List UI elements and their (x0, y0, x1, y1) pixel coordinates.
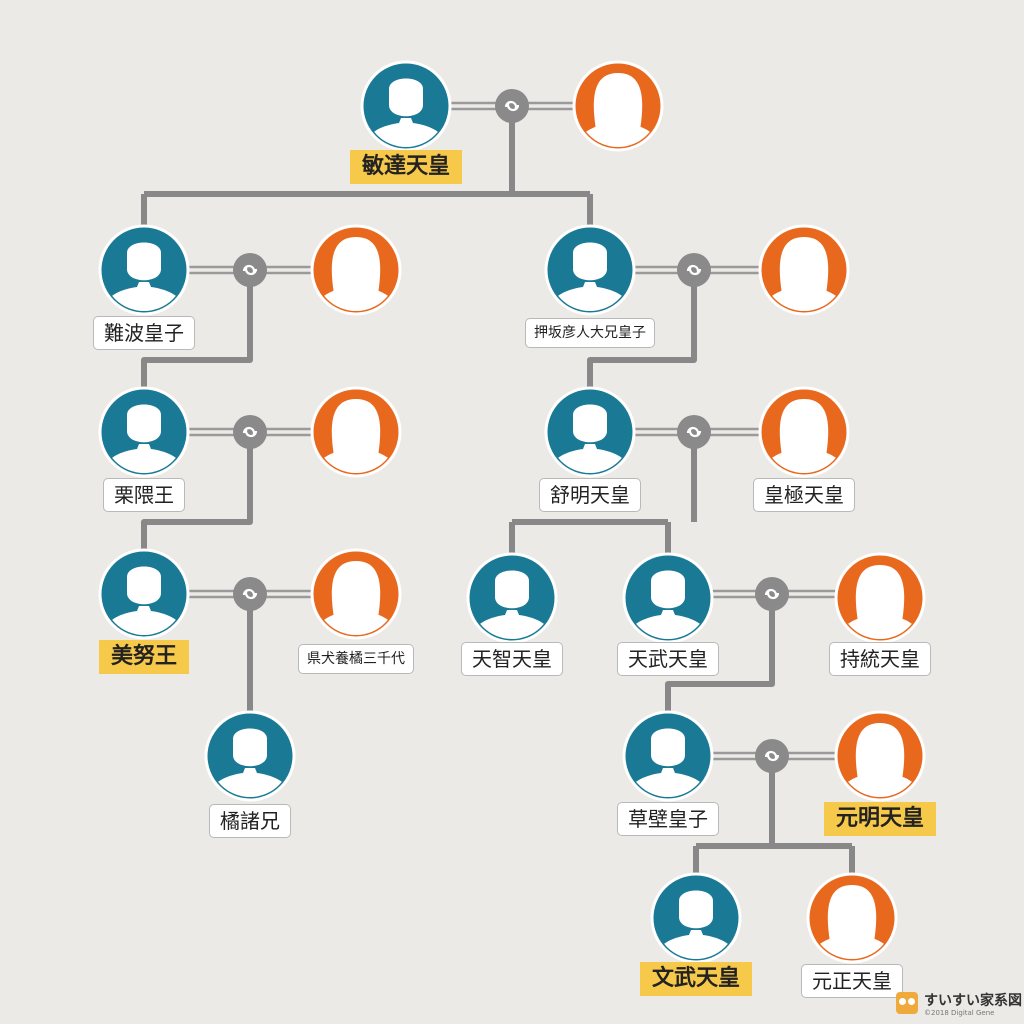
female-avatar-icon (834, 710, 926, 802)
person-name-label: 元正天皇 (801, 964, 903, 998)
brand-logo: すいすい家系図 ©2018 Digital Gene (896, 990, 1022, 1022)
female-avatar-icon (310, 224, 402, 316)
marriage-ring-icon (233, 253, 267, 287)
descent-line (141, 432, 253, 554)
female-avatar-icon (758, 386, 850, 478)
person-name-label: 持統天皇 (829, 642, 931, 676)
descent-line (587, 270, 697, 392)
marriage-ring-icon (233, 577, 267, 611)
person-name-label: 舒明天皇 (539, 478, 641, 512)
person-name-label: 天智天皇 (461, 642, 563, 676)
connector-lines (141, 101, 855, 878)
marriage-ring-icon (677, 415, 711, 449)
marriage-ring-icon (755, 739, 789, 773)
person-name-label: 天武天皇 (617, 642, 719, 676)
marriage-ring-icon (688, 265, 702, 276)
person-name-label: 元明天皇 (823, 802, 937, 836)
marriage-ring-icon (244, 589, 258, 600)
female-avatar-icon (834, 552, 926, 644)
person-name-label: 難波皇子 (93, 316, 195, 350)
male-avatar-icon (98, 548, 190, 640)
marriage-ring-icon (688, 427, 702, 438)
male-avatar-icon (98, 386, 190, 478)
male-avatar-icon (622, 710, 714, 802)
descent-line (665, 594, 775, 716)
person-name-label: 栗隈王 (103, 478, 185, 512)
marriage-ring-icon (506, 101, 520, 112)
marriage-ring-icon (677, 253, 711, 287)
person-name-label: 敏達天皇 (349, 150, 463, 184)
marriage-ring-icon (755, 577, 789, 611)
male-avatar-icon (544, 386, 636, 478)
male-avatar-icon (360, 60, 452, 152)
brand-logo-icon (896, 992, 918, 1014)
male-avatar-icon (650, 872, 742, 964)
marriage-ring-icon (495, 89, 529, 123)
male-avatar-icon (466, 552, 558, 644)
marriage-ring-icon (766, 751, 780, 762)
male-avatar-icon (98, 224, 190, 316)
male-avatar-icon (622, 552, 714, 644)
person-name-label: 美努王 (98, 640, 190, 674)
male-avatar-icon (544, 224, 636, 316)
male-avatar-icon (204, 710, 296, 802)
female-avatar-icon (572, 60, 664, 152)
female-avatar-icon (310, 386, 402, 478)
person-name-label: 県犬養橘三千代 (298, 644, 414, 674)
female-avatar-icon (310, 548, 402, 640)
descent-line (141, 270, 253, 392)
marriage-ring-icon (244, 427, 258, 438)
marriage-ring-icon (244, 265, 258, 276)
person-name-label: 文武天皇 (639, 962, 753, 996)
marriage-ring-icon (766, 589, 780, 600)
marriage-ring-icon (233, 415, 267, 449)
person-name-label: 押坂彦人大兄皇子 (525, 318, 655, 348)
female-avatar-icon (806, 872, 898, 964)
person-name-label: 皇極天皇 (753, 478, 855, 512)
person-name-label: 橘諸兄 (209, 804, 291, 838)
person-name-label: 草壁皇子 (617, 802, 719, 836)
brand-name: すいすい家系図 (924, 993, 1022, 1009)
female-avatar-icon (758, 224, 850, 316)
brand-copyright: ©2018 Digital Gene (924, 1009, 995, 1017)
